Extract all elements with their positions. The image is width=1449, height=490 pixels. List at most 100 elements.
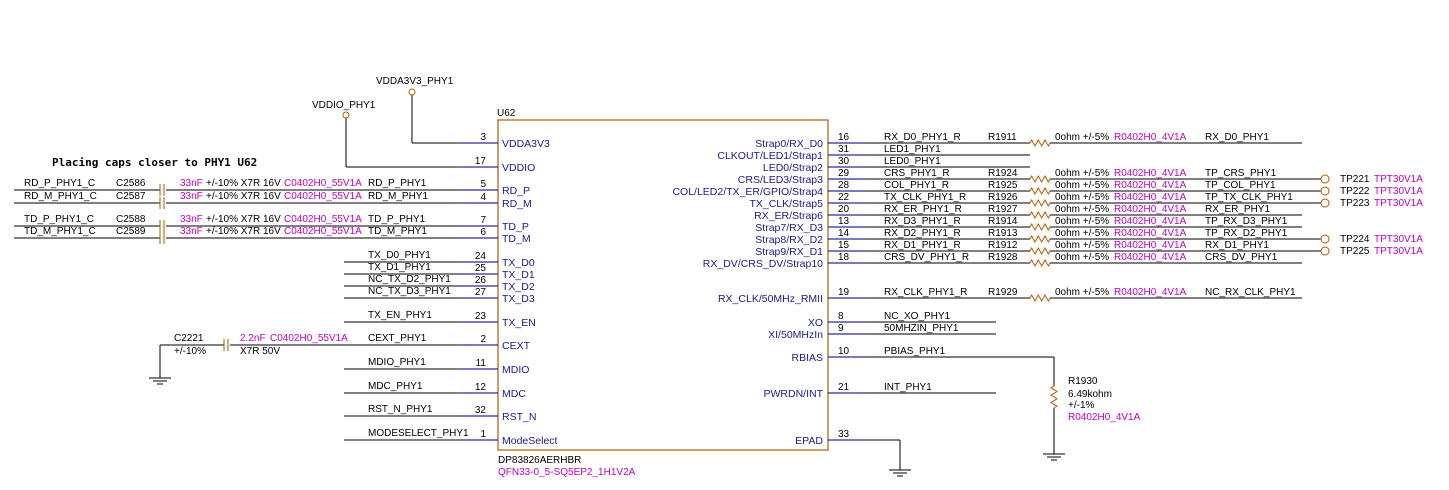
pin-number-31: 31 [838, 144, 850, 155]
resistor-r1926 [1029, 198, 1051, 208]
pin-name-tx_d1: TX_D1 [502, 269, 535, 281]
pin-number-8: 8 [838, 311, 844, 322]
vddio-power-label: VDDIO_PHY1 [312, 100, 376, 111]
pin-number-30: 30 [838, 156, 850, 167]
cap-ref-c2589: C2589 [116, 226, 146, 237]
res-out-net-crs_dv_phy1: CRS_DV_PHY1 [1205, 252, 1278, 263]
pin-name-tx_en: TX_EN [502, 317, 536, 329]
resistor-r1929 [1029, 293, 1051, 303]
pin-name-led0-strap2: LED0/Strap2 [763, 162, 823, 174]
net-label-col_phy1_r: COL_PHY1_R [884, 180, 949, 191]
res-ref-r1911: R1911 [988, 132, 1017, 143]
net-label-rst_n_phy1: RST_N_PHY1 [368, 404, 433, 415]
cap-value-c2586: 33nF [180, 178, 203, 189]
pin-name-pwrdn-int: PWRDN/INT [764, 388, 824, 400]
cext-footprint: C0402H0_55V1A [270, 333, 348, 344]
testpoint-tp224 [1320, 234, 1330, 244]
res-footprint-r1914: R0402H0_4V1A [1114, 216, 1187, 227]
pin-name-rbias: RBIAS [791, 352, 823, 364]
pin-name-clkout-led1-strap1: CLKOUT/LED1/Strap1 [717, 150, 823, 162]
res-ref-r1927: R1927 [988, 204, 1018, 215]
pin-number-14: 14 [838, 228, 850, 239]
pin-name-vddio: VDDIO [502, 162, 535, 174]
cap-footprint-c2586: C0402H0_55V1A [284, 178, 362, 189]
cap-net-td_m_phy1_c: TD_M_PHY1_C [24, 226, 96, 237]
res-footprint-r1925: R0402H0_4V1A [1114, 180, 1187, 191]
rbias-footprint: R0402H0_4V1A [1068, 412, 1141, 423]
res-value-r1913: 0ohm +/-5% [1055, 228, 1109, 239]
placement-note: Placing caps closer to PHY1 U62 [52, 156, 257, 169]
testpoint-tp223 [1320, 198, 1330, 208]
pin-name-tx_d2: TX_D2 [502, 281, 535, 293]
res-value-r1912: 0ohm +/-5% [1055, 240, 1109, 251]
net-label-rx_d1_phy1_r: RX_D1_PHY1_R [884, 240, 961, 251]
net-label-int_phy1: INT_PHY1 [884, 382, 932, 393]
cap-value-c2589: 33nF [180, 226, 203, 237]
pin-number-29: 29 [838, 168, 850, 179]
res-value-r1929: 0ohm +/-5% [1055, 287, 1109, 298]
res-ref-r1928: R1928 [988, 252, 1018, 263]
net-label-tx_d1_phy1: TX_D1_PHY1 [368, 262, 431, 273]
pin-number-9: 9 [838, 323, 844, 334]
pin-number-18: 18 [838, 252, 850, 263]
res-out-net-nc_rx_clk_phy1: NC_RX_CLK_PHY1 [1205, 287, 1296, 298]
cap-ref-c2587: C2587 [116, 191, 146, 202]
vddio-power-port [342, 111, 350, 119]
net-label-50mhzin_phy1: 50MHZIN_PHY1 [884, 323, 959, 334]
pin-name-cext: CEXT [502, 340, 531, 352]
pin-name-td_p: TD_P [502, 221, 529, 233]
cap-spec-c2586: +/-10% X7R 16V [206, 178, 281, 189]
net-label-mdc_phy1: MDC_PHY1 [368, 381, 423, 392]
cap-spec-c2587: +/-10% X7R 16V [206, 191, 281, 202]
pin-number-10: 10 [838, 346, 850, 357]
tp-ref-tp224: TP224 [1340, 234, 1370, 245]
res-footprint-r1928: R0402H0_4V1A [1114, 252, 1187, 263]
pin-name-mdc: MDC [502, 388, 526, 400]
net-label-tx_en_phy1: TX_EN_PHY1 [368, 310, 432, 321]
cext-value: 2.2nF [240, 333, 266, 344]
pin-name-rd_m: RD_M [502, 198, 532, 210]
pin-number-33: 33 [838, 429, 850, 440]
net-label-tx_d0_phy1: TX_D0_PHY1 [368, 250, 431, 261]
pin-number-4: 4 [480, 192, 486, 203]
resistor-r1925 [1029, 186, 1051, 196]
net-label-rx_clk_phy1_r: RX_CLK_PHY1_R [884, 287, 967, 298]
cext-tol: +/-10% [174, 346, 206, 357]
pin-name-rx-dv-crs-dv-strap10: RX_DV/CRS_DV/Strap10 [703, 258, 823, 270]
pin-name-tx_d0: TX_D0 [502, 257, 535, 269]
resistor-r1927 [1029, 210, 1051, 220]
tp-footprint-tp224: TPT30V1A [1374, 234, 1423, 245]
resistor-r1914 [1029, 222, 1051, 232]
pin-number-25: 25 [475, 263, 487, 274]
chip-part: DP83826AERHBR [498, 455, 581, 466]
res-footprint-r1926: R0402H0_4V1A [1114, 192, 1187, 203]
pin-number-20: 20 [838, 204, 850, 215]
pin-number-32: 32 [475, 405, 487, 416]
cap-ref-c2586: C2586 [116, 178, 146, 189]
vdda-power-label: VDDA3V3_PHY1 [376, 76, 454, 87]
pin-number-5: 5 [480, 179, 486, 190]
cap-ref-c2588: C2588 [116, 214, 146, 225]
pin-number-7: 7 [480, 215, 486, 226]
tp-ref-tp223: TP223 [1340, 198, 1370, 209]
pin-name-strap9-rx-d1: Strap9/RX_D1 [755, 246, 823, 258]
pin-name-strap8-rx-d2: Strap8/RX_D2 [755, 234, 823, 246]
pin-number-1: 1 [480, 429, 486, 440]
net-label-td_m_phy1: TD_M_PHY1 [368, 226, 427, 237]
net-label-crs_phy1_r: CRS_PHY1_R [884, 168, 950, 179]
net-label-rx_er_phy1_r: RX_ER_PHY1_R [884, 204, 962, 215]
resistor-r1924 [1029, 174, 1051, 184]
chip-ref: U62 [497, 108, 516, 119]
pin-number-17: 17 [475, 156, 487, 167]
pin-name-mdio: MDIO [502, 364, 529, 376]
cap-footprint-c2588: C0402H0_55V1A [284, 214, 362, 225]
cap-value-c2587: 33nF [180, 191, 203, 202]
res-out-net-tp_rx_d3_phy1: TP_RX_D3_PHY1 [1205, 216, 1288, 227]
net-label-td_p_phy1: TD_P_PHY1 [368, 214, 426, 225]
res-value-r1914: 0ohm +/-5% [1055, 216, 1109, 227]
res-footprint-r1927: R0402H0_4V1A [1114, 204, 1187, 215]
net-label-rx_d3_phy1_r: RX_D3_PHY1_R [884, 216, 961, 227]
testpoint-tp222 [1320, 186, 1330, 196]
res-out-net-rx_d1_phy1: RX_D1_PHY1 [1205, 240, 1269, 251]
